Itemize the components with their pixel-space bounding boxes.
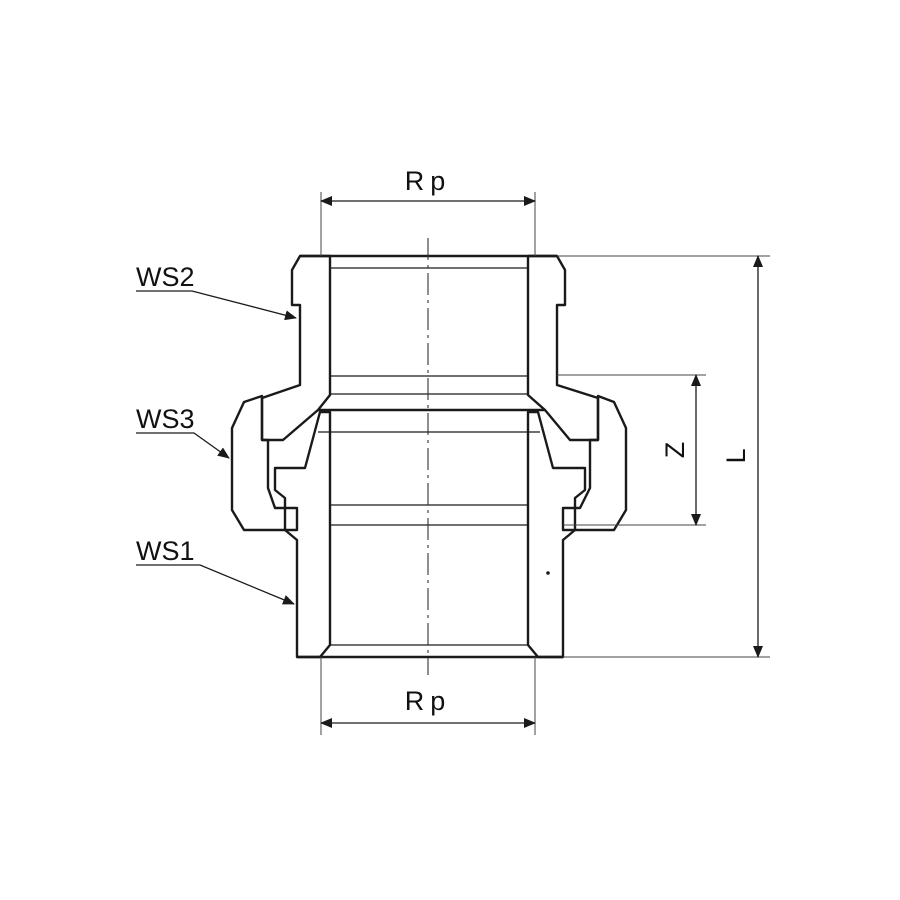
upper-part-ws2 [260, 254, 600, 442]
nut-left [230, 394, 299, 532]
callout-ws3: WS3 [136, 404, 230, 459]
dim-rp-bottom-label: Rp [405, 686, 452, 716]
callout-ws1: WS1 [136, 536, 295, 605]
lower-part-ws1 [273, 410, 587, 659]
leader-ws1 [136, 564, 295, 605]
dimension-z: Z [660, 374, 701, 526]
dimension-l: L [721, 255, 763, 658]
callout-ws2: WS2 [136, 262, 297, 321]
dim-l-label: L [721, 448, 751, 463]
dim-z-label: Z [660, 442, 690, 459]
dimension-rp-top: Rp [320, 166, 536, 206]
marking-dot [546, 571, 550, 575]
dimension-rp-bottom: Rp [320, 686, 536, 728]
bore-lines [297, 254, 563, 659]
label-ws1: WS1 [136, 536, 195, 566]
nut-right [561, 394, 628, 532]
dim-rp-top-label: Rp [405, 166, 452, 196]
lower-wall-left [273, 410, 332, 659]
label-ws2: WS2 [136, 262, 195, 292]
union-nut-ws3 [230, 394, 628, 532]
leader-ws2 [136, 290, 297, 321]
leader-ws3 [136, 432, 230, 459]
extension-lines [320, 192, 770, 735]
lower-wall-right [526, 410, 587, 659]
label-ws3: WS3 [136, 404, 195, 434]
